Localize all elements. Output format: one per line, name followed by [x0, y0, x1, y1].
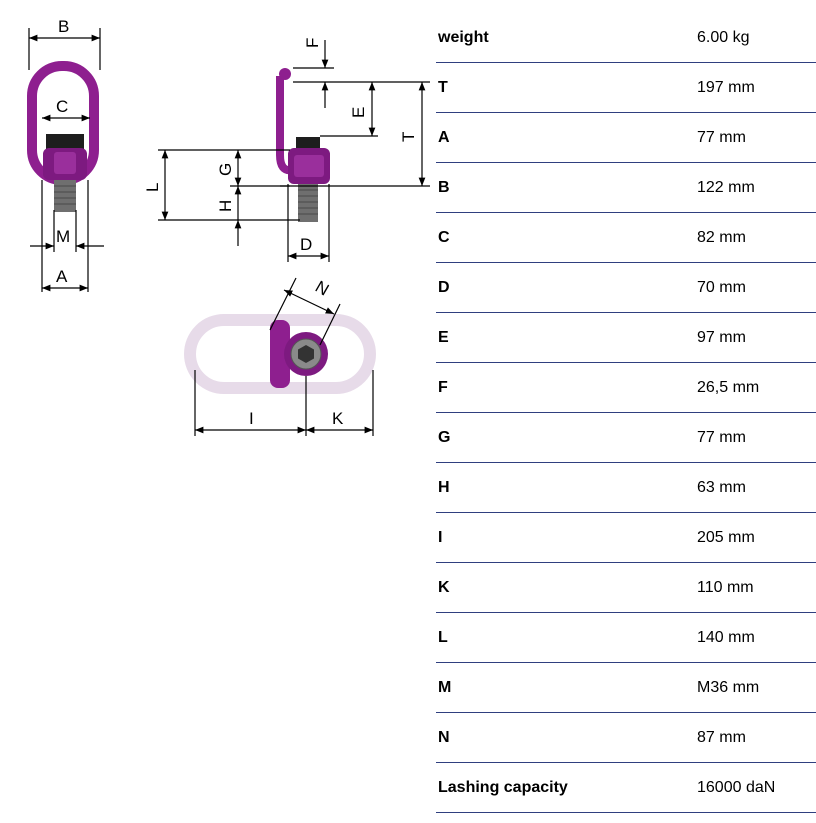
dim-label-F: F — [303, 38, 322, 48]
dim-label-D: D — [300, 235, 312, 254]
spec-value: 26,5 mm — [697, 362, 816, 413]
dim-label-T: T — [399, 132, 418, 142]
spec-value: 77 mm — [697, 412, 816, 463]
bolt-side — [298, 184, 318, 222]
spec-value: 140 mm — [697, 612, 816, 663]
side-view: F E T L G H D — [143, 38, 430, 262]
spec-name: C — [436, 212, 697, 263]
spec-name: N — [436, 712, 697, 763]
dim-label-I: I — [249, 409, 254, 428]
spec-name: M — [436, 662, 697, 713]
spec-value: 63 mm — [697, 462, 816, 513]
spec-value: 16000 daN — [697, 762, 816, 813]
spec-name: L — [436, 612, 697, 663]
technical-drawing: B C M A — [27, 17, 430, 436]
dim-label-L: L — [143, 183, 162, 192]
spec-value: 77 mm — [697, 112, 816, 163]
spec-value: 87 mm — [697, 712, 816, 763]
spec-name: I — [436, 512, 697, 563]
spec-name: D — [436, 262, 697, 313]
dim-label-N: N — [312, 277, 332, 300]
front-view: B C M A — [27, 17, 104, 292]
spec-value: 197 mm — [697, 62, 816, 113]
spec-value: 205 mm — [697, 512, 816, 563]
dim-label-B: B — [58, 17, 69, 36]
dim-label-C: C — [56, 97, 68, 116]
spec-name: K — [436, 562, 697, 613]
dim-label-G: G — [216, 163, 235, 176]
spec-name: F — [436, 362, 697, 413]
spec-name: B — [436, 162, 697, 213]
spec-value: 122 mm — [697, 162, 816, 213]
top-view: N I K — [184, 277, 376, 436]
spec-name: T — [436, 62, 697, 113]
spec-value: 97 mm — [697, 312, 816, 363]
spec-value: M36 mm — [697, 662, 816, 713]
spec-value: 70 mm — [697, 262, 816, 313]
nut-side — [296, 137, 320, 149]
dim-label-M: M — [56, 227, 70, 246]
spec-name: Lashing capacity — [436, 762, 697, 813]
spec-name: E — [436, 312, 697, 363]
spec-value: 110 mm — [697, 562, 816, 613]
dim-label-K: K — [332, 409, 344, 428]
nut-front — [46, 134, 84, 150]
bolt-front — [54, 180, 76, 212]
spec-value: 6.00 kg — [697, 13, 816, 63]
spec-name: weight — [436, 13, 697, 63]
spec-name: G — [436, 412, 697, 463]
spec-value: 82 mm — [697, 212, 816, 263]
dim-label-H: H — [216, 200, 235, 212]
dim-label-E: E — [349, 107, 368, 118]
ring-top — [270, 320, 290, 388]
spec-name: A — [436, 112, 697, 163]
dim-label-A: A — [56, 267, 68, 286]
spec-name: H — [436, 462, 697, 513]
